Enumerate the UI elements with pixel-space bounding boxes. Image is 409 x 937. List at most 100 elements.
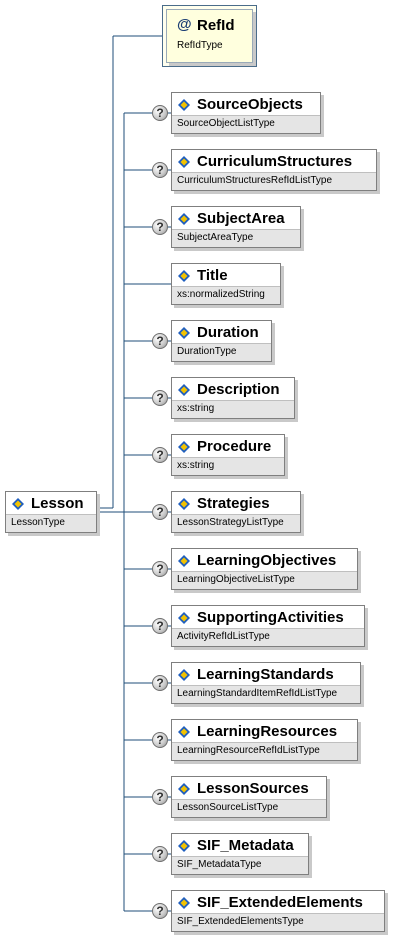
element-icon: [178, 555, 190, 567]
element-type-row: LearningResourceRefIdListType: [172, 742, 357, 760]
element-type-row: CurriculumStructuresRefIdListType: [172, 172, 376, 190]
optional-icon: ?: [152, 732, 168, 748]
attribute-icon: @: [177, 16, 192, 33]
optional-icon: ?: [152, 390, 168, 406]
optional-icon: ?: [152, 219, 168, 235]
element-title-row: Duration: [172, 321, 271, 346]
element-icon: [178, 156, 190, 168]
element-type: SIF_ExtendedElementsType: [177, 916, 304, 927]
optional-icon: ?: [152, 846, 168, 862]
element-icon: [178, 612, 190, 624]
element-title-row: Procedure: [172, 435, 284, 460]
element-title-row: LessonSources: [172, 777, 326, 802]
root-element-lesson[interactable]: Lesson LessonType: [5, 491, 97, 533]
element-name: LearningResources: [197, 723, 338, 740]
element-name: SIF_ExtendedElements: [197, 894, 363, 911]
element-type: xs:normalizedString: [177, 289, 265, 300]
optional-icon: ?: [152, 504, 168, 520]
element-icon: [178, 213, 190, 225]
optional-icon: ?: [152, 561, 168, 577]
element-type-row: xs:string: [172, 400, 294, 418]
element-name: LearningStandards: [197, 666, 334, 683]
root-title-row: Lesson: [6, 492, 96, 517]
element-type-row: xs:string: [172, 457, 284, 475]
element-name: SubjectArea: [197, 210, 285, 227]
element-type-row: SIF_ExtendedElementsType: [172, 913, 384, 931]
element-name: Title: [197, 267, 228, 284]
element-type: SIF_MetadataType: [177, 859, 262, 870]
element-title-row: Strategies: [172, 492, 300, 517]
optional-icon: ?: [152, 675, 168, 691]
element-title-row: LearningStandards: [172, 663, 360, 688]
element-type-row: LearningObjectiveListType: [172, 571, 357, 589]
attribute-type: RefIdType: [177, 40, 223, 51]
element-type-row: DurationType: [172, 343, 271, 361]
element-name: CurriculumStructures: [197, 153, 353, 170]
element-type-row: SourceObjectListType: [172, 115, 320, 133]
element-type-row: LessonStrategyListType: [172, 514, 300, 532]
optional-icon: ?: [152, 162, 168, 178]
element-title-row: SIF_ExtendedElements: [172, 891, 384, 916]
element-type: xs:string: [177, 403, 215, 414]
element-type: LearningResourceRefIdListType: [177, 745, 320, 756]
element-name: SourceObjects: [197, 96, 303, 113]
element-icon: [178, 726, 190, 738]
element-icon: [178, 669, 190, 681]
element-type: CurriculumStructuresRefIdListType: [177, 175, 333, 186]
element-icon: [178, 441, 190, 453]
attribute-node-refid[interactable]: @ RefId RefIdType: [162, 5, 257, 67]
element-type: LearningObjectiveListType: [177, 574, 295, 585]
attribute-box: @ RefId RefIdType: [166, 9, 253, 63]
element-title-row: Description: [172, 378, 294, 403]
element-title-row: Title: [172, 264, 280, 289]
element-type-row: LessonSourceListType: [172, 799, 326, 817]
element-name: SIF_Metadata: [197, 837, 294, 854]
element-name: Procedure: [197, 438, 272, 455]
element-title-row: SubjectArea: [172, 207, 300, 232]
optional-icon: ?: [152, 903, 168, 919]
element-type: xs:string: [177, 460, 215, 471]
element-type: SubjectAreaType: [177, 232, 254, 243]
element-title-row: LearningObjectives: [172, 549, 357, 574]
element-icon: [178, 270, 190, 282]
element-type-row: xs:normalizedString: [172, 286, 280, 304]
element-type: ActivityRefIdListType: [177, 631, 270, 642]
element-type: LessonStrategyListType: [177, 517, 284, 528]
optional-icon: ?: [152, 618, 168, 634]
element-type: LessonSourceListType: [177, 802, 279, 813]
element-title-row: SourceObjects: [172, 93, 320, 118]
element-title-row: CurriculumStructures: [172, 150, 376, 175]
element-type: DurationType: [177, 346, 237, 357]
element-title-row: SIF_Metadata: [172, 834, 308, 859]
attribute-name: RefId: [197, 17, 235, 34]
element-title-row: SupportingActivities: [172, 606, 364, 631]
optional-icon: ?: [152, 789, 168, 805]
element-icon: [178, 327, 190, 339]
element-type-row: SIF_MetadataType: [172, 856, 308, 874]
element-icon: [178, 783, 190, 795]
element-type: SourceObjectListType: [177, 118, 275, 129]
element-node-title[interactable]: Title xs:normalizedString: [171, 263, 281, 305]
element-type-row: SubjectAreaType: [172, 229, 300, 247]
element-title-row: LearningResources: [172, 720, 357, 745]
element-name: Duration: [197, 324, 259, 341]
element-name: LearningObjectives: [197, 552, 337, 569]
element-node-procedure[interactable]: Procedure xs:string: [171, 434, 285, 476]
element-name: SupportingActivities: [197, 609, 344, 626]
element-icon: [12, 498, 24, 510]
element-type-row: ActivityRefIdListType: [172, 628, 364, 646]
